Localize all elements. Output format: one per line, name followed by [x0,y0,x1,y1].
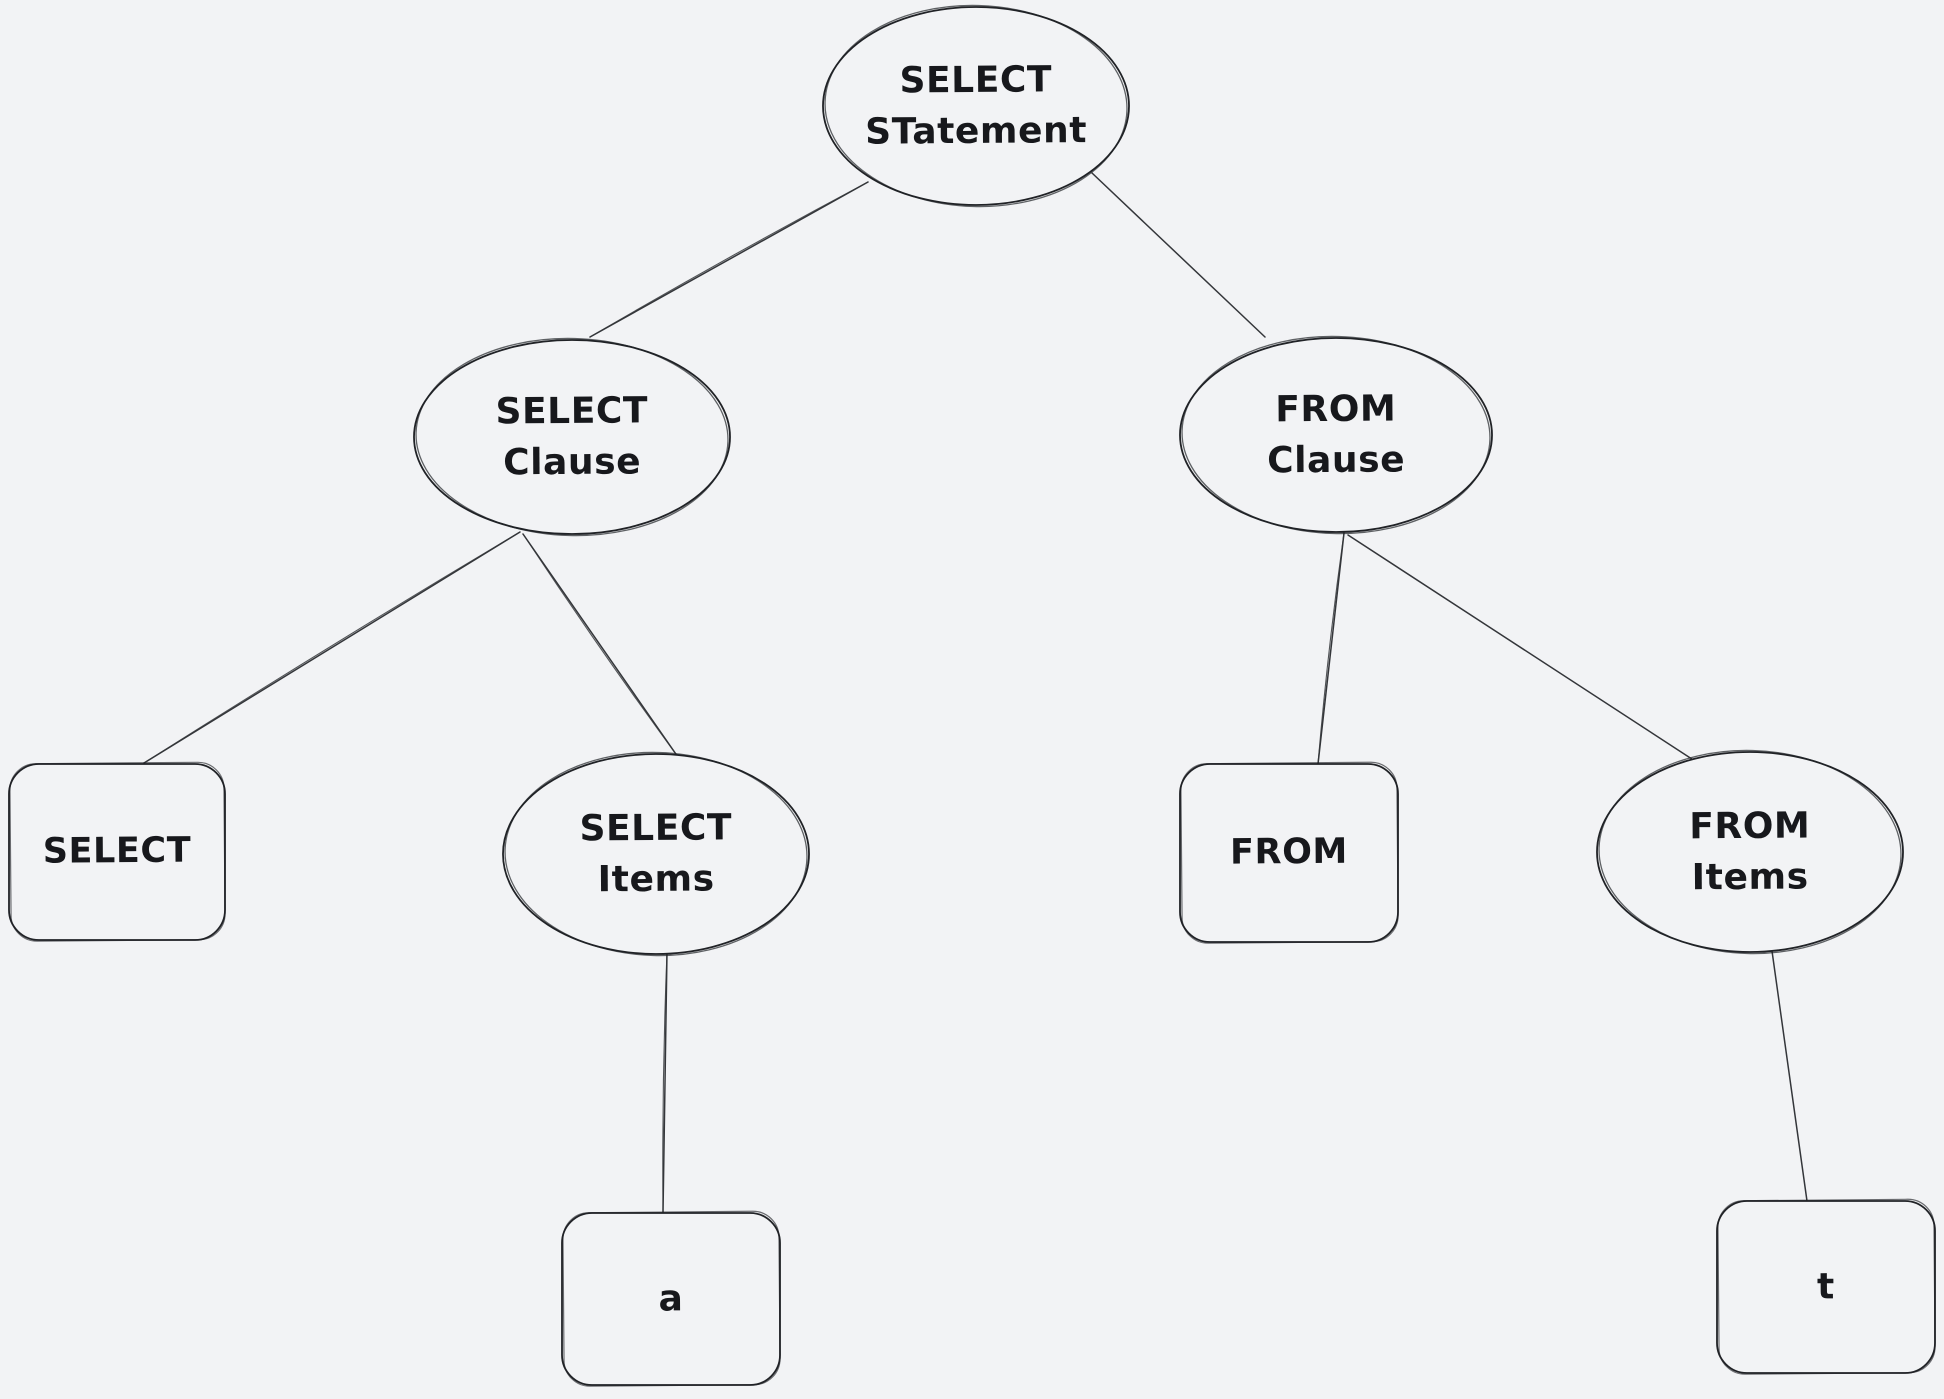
node-from-keyword[interactable] [1179,761,1399,944]
edge-from-items--literal-t[interactable] [1771,950,1808,1202]
node-from-items[interactable] [1596,746,1904,957]
node-select-keyword[interactable] [8,761,226,942]
edge-from-clause--from-items[interactable] [1347,534,1699,764]
node-literal-a[interactable] [561,1210,781,1387]
node-from-clause[interactable] [1179,332,1493,538]
node-select-clause[interactable] [413,334,731,540]
node-literal-t[interactable] [1716,1198,1936,1375]
node-select-items[interactable] [502,748,810,959]
edge-select-statement--from-clause[interactable] [1091,172,1266,338]
edge-select-statement--select-clause[interactable] [589,181,869,338]
edge-select-clause--select-items[interactable] [522,533,679,758]
node-select-statement[interactable] [822,1,1130,210]
edge-select-items--literal-a[interactable] [662,951,668,1214]
edge-select-clause--select-keyword[interactable] [143,531,521,764]
edge-from-clause--from-keyword[interactable] [1317,532,1345,765]
